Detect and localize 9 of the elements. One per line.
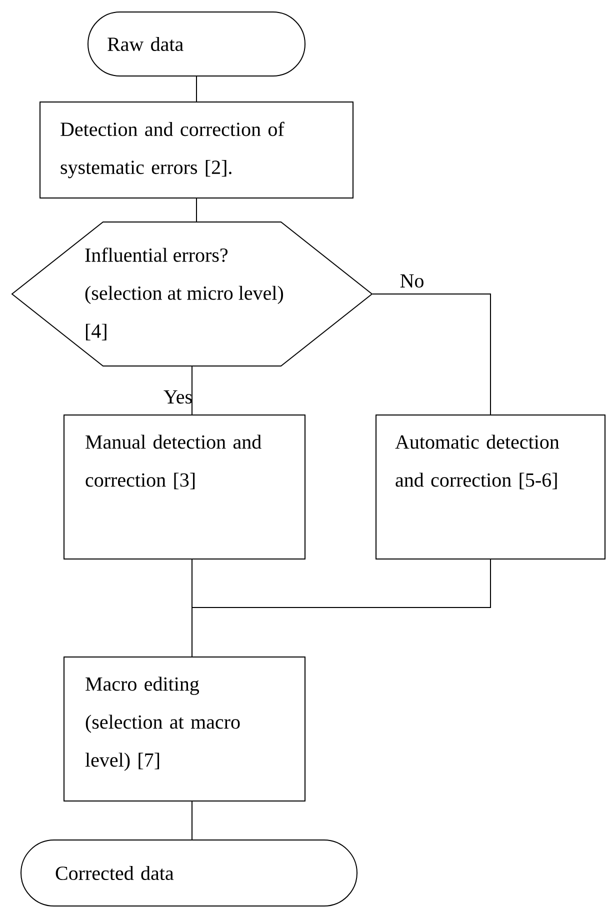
- edge-label: No: [400, 274, 424, 288]
- process-box: Manual detection and correction [3]: [64, 414, 306, 560]
- edge-label: Yes: [164, 390, 192, 404]
- process-box: Macro editing (selection at macro level) [7]: [64, 656, 306, 802]
- connector-line: [372, 294, 491, 415]
- connector-line: [196, 198, 197, 222]
- process-box: Automatic detection and correction [5-6]: [376, 414, 606, 560]
- connector-line: [196, 76, 197, 102]
- process-box: Detection and correction of systematic errors [2].: [40, 102, 354, 198]
